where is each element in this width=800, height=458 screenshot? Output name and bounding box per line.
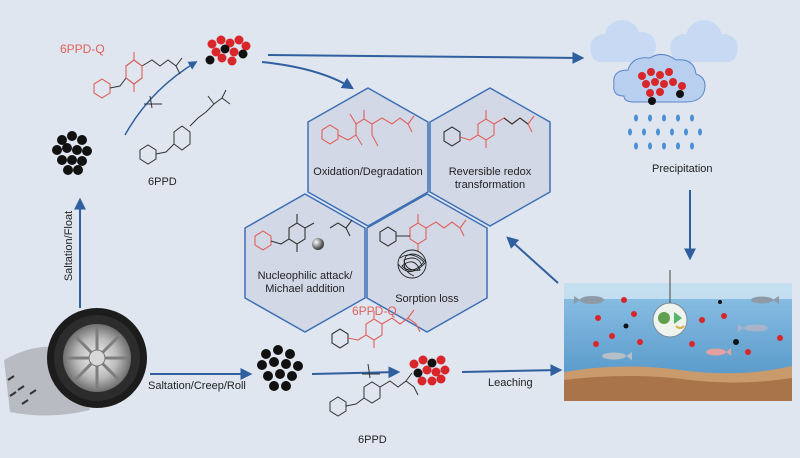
top-6ppd-q-label: 6PPD-Q bbox=[60, 42, 105, 56]
saltation-float-label: Saltation/Float bbox=[63, 210, 75, 282]
saltation-creep-roll-label: Saltation/Creep/Roll bbox=[148, 380, 246, 392]
bottom-6ppd-label: 6PPD bbox=[358, 434, 387, 446]
cloud-right-icon bbox=[670, 20, 738, 62]
hexagon-nucleophilic bbox=[244, 193, 366, 333]
bottom-6ppd-q-label: 6PPD-Q bbox=[352, 304, 397, 318]
tire-icon bbox=[4, 308, 147, 416]
top-black-particle-cluster bbox=[52, 131, 92, 175]
hexagon-redox-line-2: transformation bbox=[454, 179, 526, 191]
hexagon-oxidation-label: Oxidation/Degradation bbox=[308, 166, 428, 178]
microplastic-tangle bbox=[397, 249, 427, 279]
hexagon-sorption bbox=[366, 193, 488, 333]
molecule-oxidation bbox=[321, 110, 415, 147]
nucleophile-ball bbox=[312, 238, 324, 250]
bottom-6ppd-molecule bbox=[329, 363, 419, 417]
top-6ppd-label: 6PPD bbox=[148, 176, 177, 188]
hexagon-redox-line-1: Reversible redox bbox=[448, 166, 532, 178]
arrow-to-top-red-cluster bbox=[124, 61, 198, 136]
hexagon-nucleophilic-line-1: Nucleophilic attack/ bbox=[257, 270, 353, 282]
hexagon-redox bbox=[429, 87, 551, 227]
cloud-left-icon bbox=[590, 20, 656, 62]
hexagon-nucleophilic-line-2: Michael addition bbox=[265, 283, 345, 295]
rain-drops bbox=[628, 114, 702, 150]
leaching-label: Leaching bbox=[488, 377, 533, 389]
water-scene bbox=[564, 270, 792, 401]
precipitation-label: Precipitation bbox=[652, 163, 713, 175]
cloud-group bbox=[590, 20, 738, 150]
molecule-nucleophilic bbox=[254, 214, 353, 252]
flow-arrows bbox=[74, 51, 696, 380]
cloud-particles bbox=[638, 68, 686, 105]
top-6ppd-q-molecule bbox=[93, 52, 183, 99]
bottom-6ppd-q-molecule bbox=[331, 309, 421, 349]
hexagon-group bbox=[244, 87, 551, 333]
microbe-magnifier-icon bbox=[652, 302, 688, 338]
fish-icon bbox=[574, 296, 779, 360]
arrow-to-cloud bbox=[267, 51, 585, 64]
hexagon-sorption-line-1: Sorption loss bbox=[395, 293, 459, 305]
bottom-black-particle-cluster bbox=[257, 345, 303, 391]
hexagon-oxidation-line-1: Oxidation/Degradation bbox=[313, 166, 423, 178]
hexagon-nucleophilic-label: Nucleophilic attack/ Michael addition bbox=[245, 270, 365, 296]
water-particles bbox=[593, 297, 783, 355]
arrow-water-to-hexagons bbox=[506, 236, 559, 284]
arrow-to-bottom-red-cluster bbox=[311, 366, 401, 379]
molecule-redox bbox=[443, 110, 535, 148]
molecule-sorption bbox=[379, 214, 467, 252]
bottom-red-particle-cluster bbox=[409, 355, 450, 386]
arrow-to-hexagons bbox=[261, 61, 355, 90]
hexagon-oxidation bbox=[307, 87, 429, 227]
hexagon-redox-label: Reversible redox transformation bbox=[430, 166, 550, 192]
arrow-leaching bbox=[461, 364, 563, 377]
top-6ppd-molecule bbox=[139, 89, 231, 165]
top-red-particle-cluster bbox=[205, 35, 251, 66]
hexagon-sorption-label: Sorption loss bbox=[367, 293, 487, 305]
